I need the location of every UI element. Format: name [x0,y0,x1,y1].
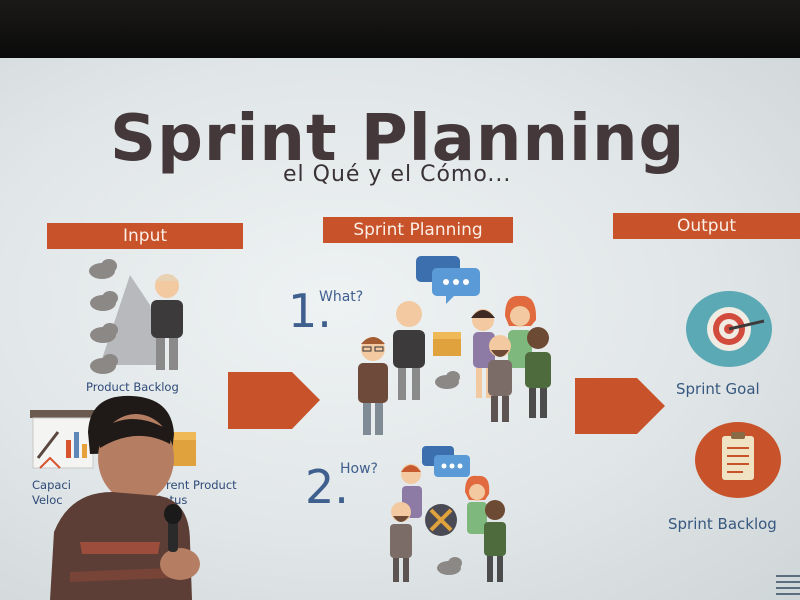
arrow-icon [228,372,320,429]
step-1-question: What? [319,289,364,305]
ceiling [0,0,800,58]
sprint-backlog-label: Sprint Backlog [668,515,777,533]
cloud-icon [90,291,118,311]
scrum-team-illustration [358,295,551,435]
target-icon [686,291,772,367]
speech-bubble-icon [416,256,480,304]
speech-bubble-icon [422,446,470,477]
package-icon [172,432,196,466]
chart-icon [30,410,96,469]
step-1-number: 1. [288,284,332,338]
sprint-goal-label: Sprint Goal [676,380,760,398]
presenter-silhouette [50,395,200,600]
output-header: Output [613,213,800,239]
cloud-icon [90,323,118,343]
product-owner-figure [151,274,183,370]
clipboard-icon [695,422,781,498]
corner-lines-icon [776,575,800,595]
sprint-planning-header: Sprint Planning [323,217,513,243]
slide-title: Sprint Planning [110,102,686,176]
input-header: Input [47,223,243,249]
cloud-stack-illustration [89,259,165,374]
dev-team-illustration [390,464,506,582]
velocity-label: Veloc [32,493,63,507]
capacity-label: Capaci [32,478,71,492]
cloud-icon [89,259,117,279]
cloud-icon [90,354,118,374]
step-2-number: 2. [305,460,349,514]
cloud-icon [435,371,460,389]
slide-subtitle: el Qué y el Cómo... [283,162,512,187]
current-product-label: rent Product [166,478,237,492]
cloud-icon [437,557,462,575]
arrow-icon [575,378,665,434]
product-backlog-label: Product Backlog [86,380,179,394]
step-2-question: How? [340,461,378,477]
